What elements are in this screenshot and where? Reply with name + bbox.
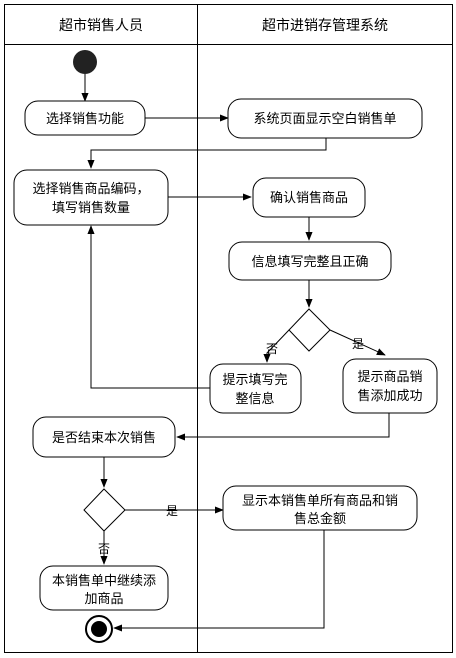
edge-show-total-final xyxy=(113,530,325,632)
node-show-blank-order: 系统页面显示空白销售单 xyxy=(227,98,423,139)
node-prompt-add-success: 提示商品销 售添加成功 xyxy=(342,358,438,414)
edge-label-yes-1: 是 xyxy=(352,337,364,351)
node-label: 整信息 xyxy=(235,391,274,407)
node-label: 本销售单中继续添 xyxy=(52,573,156,589)
edge-label-no-2: 否 xyxy=(98,542,110,556)
lane-title-sales-staff: 超市销售人员 xyxy=(59,17,143,34)
decision-info-valid xyxy=(288,308,331,352)
final-node xyxy=(85,615,113,643)
node-confirm-product: 确认销售商品 xyxy=(252,177,366,218)
edge-prompt-complete-back xyxy=(87,225,210,389)
node-select-product: 选择销售商品编码， 填写销售数量 xyxy=(13,169,169,226)
node-info-complete: 信息填写完整且正确 xyxy=(228,241,392,281)
node-end-sale-question: 是否结束本次销售 xyxy=(32,416,176,458)
node-continue-add: 本销售单中继续添 加商品 xyxy=(39,565,169,611)
decision-end-sale xyxy=(83,488,126,532)
edge-decision-prompt-complete xyxy=(263,329,290,363)
node-label: 加商品 xyxy=(84,592,123,607)
node-label: 信息填写完整且正确 xyxy=(251,254,368,270)
node-show-total: 显示本销售单所有商品和销 售总金额 xyxy=(222,485,418,531)
node-label: 确认销售商品 xyxy=(270,190,348,206)
edge-show-product xyxy=(87,138,327,169)
node-label: 选择销售功能 xyxy=(46,111,124,127)
node-label: 提示商品销 xyxy=(357,369,422,385)
edge-label-yes-2: 是 xyxy=(166,504,178,518)
node-label: 填写销售数量 xyxy=(52,200,130,216)
node-label: 选择销售商品编码， xyxy=(32,181,149,197)
edges xyxy=(81,74,390,632)
node-label: 显示本销售单所有商品和销 xyxy=(242,493,398,509)
edge-label-no-1: 否 xyxy=(266,342,278,356)
start-node xyxy=(73,50,97,74)
node-label: 是否结束本次销售 xyxy=(52,430,156,446)
node-label: 系统页面显示空白销售单 xyxy=(253,111,396,127)
edge-success-end-q xyxy=(176,413,390,441)
node-label: 售总金额 xyxy=(294,511,346,527)
edge-decision-prompt-success xyxy=(329,329,386,356)
node-label: 售添加成功 xyxy=(357,388,422,404)
lane-title-system: 超市进销存管理系统 xyxy=(262,17,388,34)
node-prompt-complete-info: 提示填写完 整信息 xyxy=(209,363,302,414)
node-label: 提示填写完 xyxy=(222,372,287,388)
node-select-function: 选择销售功能 xyxy=(24,100,146,136)
